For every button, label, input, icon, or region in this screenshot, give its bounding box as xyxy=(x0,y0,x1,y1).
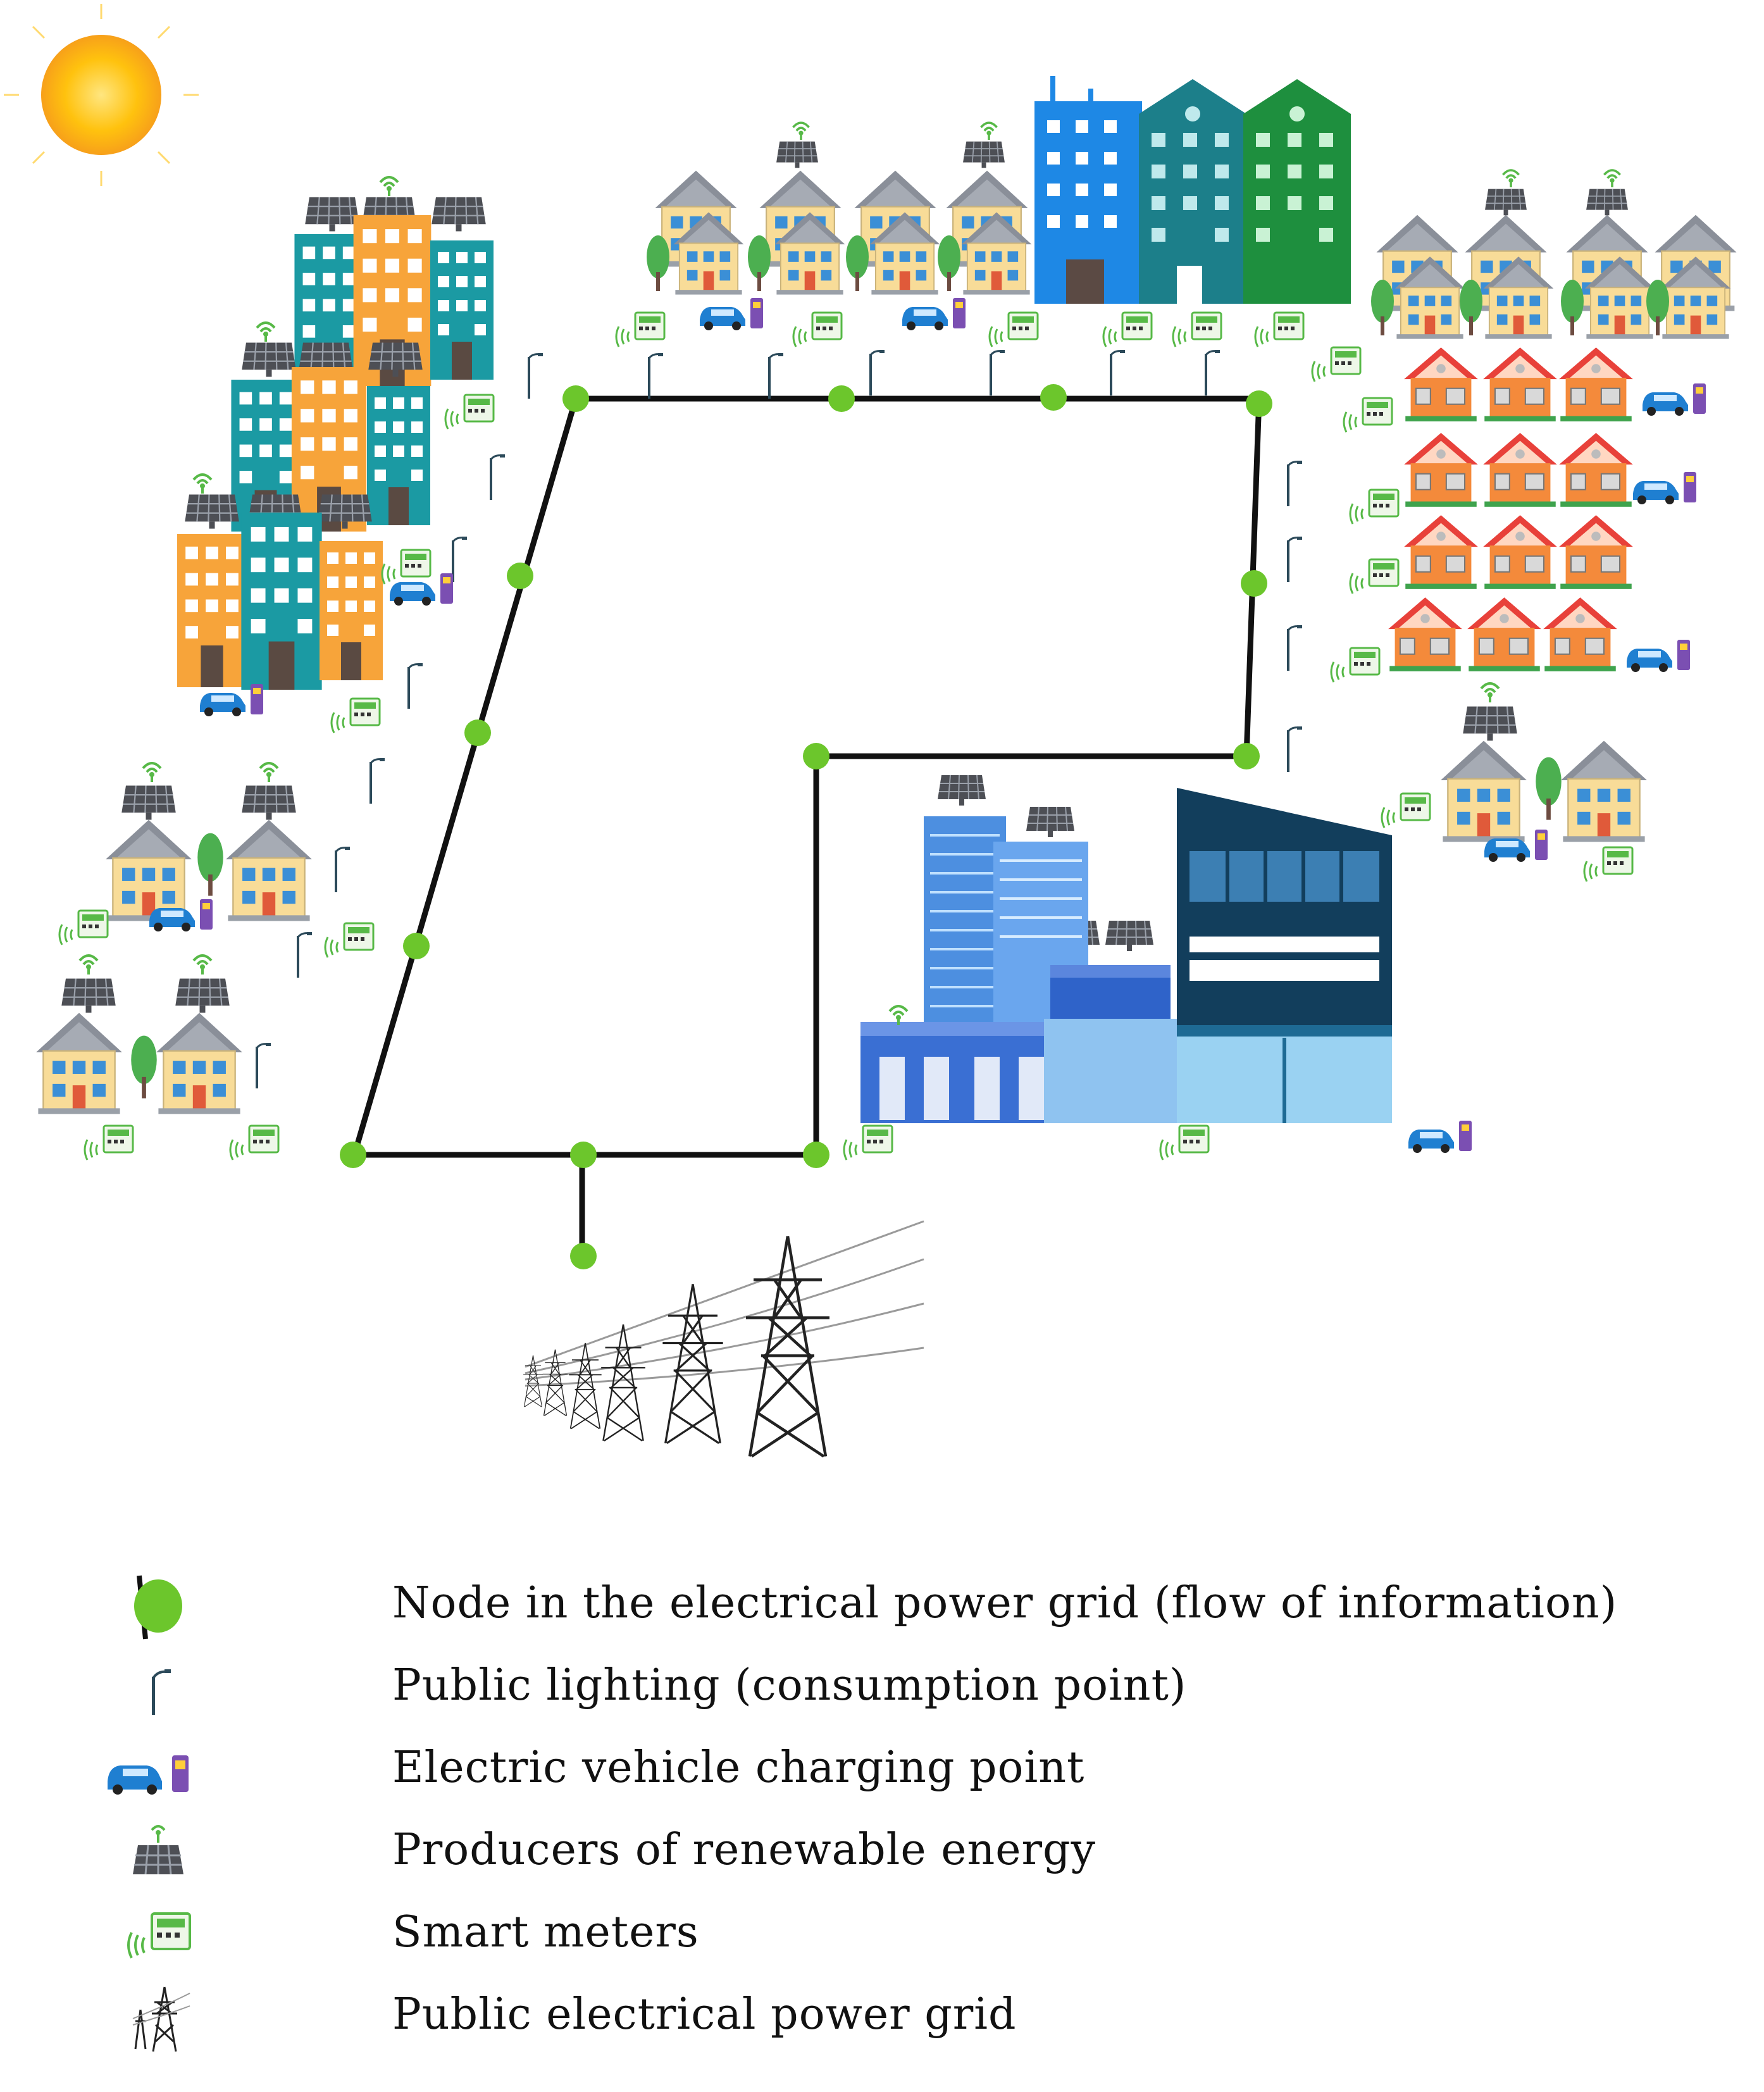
transmission-towers xyxy=(523,1220,924,1457)
legend-label: Smart meters xyxy=(392,1907,699,1957)
office-complex xyxy=(860,775,1392,1123)
grid-node-icon xyxy=(134,1575,182,1640)
city-towers-north xyxy=(1034,76,1351,304)
house-cluster-west xyxy=(35,762,313,1115)
legend-label: Node in the electrical power grid (flow … xyxy=(392,1578,1618,1628)
house-cluster-northeast xyxy=(1371,169,1737,340)
legend-item-renewable-producers: Producers of renewable energy xyxy=(0,1816,1764,1892)
grid-node xyxy=(340,1142,366,1168)
grid-node xyxy=(803,743,829,769)
grid-node xyxy=(464,719,491,746)
grid-node xyxy=(507,563,533,589)
grid-nodes xyxy=(340,384,1272,1269)
house-cluster-east xyxy=(1439,682,1648,843)
grid-node xyxy=(1241,570,1267,597)
legend-item-ev-charging: Electric vehicle charging point xyxy=(0,1734,1764,1810)
grid-lines xyxy=(350,395,1262,1259)
street-lamp-icon xyxy=(152,1669,171,1715)
grid-node xyxy=(562,385,589,412)
legend-item-smart-meters: Smart meters xyxy=(0,1898,1764,1974)
grid-node xyxy=(803,1142,829,1168)
legend-item-public-lighting: Public lighting (consumption point) xyxy=(0,1652,1764,1728)
ev-charger-icon xyxy=(108,1755,189,1795)
legend-label: Electric vehicle charging point xyxy=(392,1743,1085,1793)
legend-item-grid-node: Node in the electrical power grid (flow … xyxy=(0,1569,1764,1645)
transmission-tower-icon xyxy=(132,1986,190,2052)
sun-icon xyxy=(4,4,199,186)
legend-item-public-grid: Public electrical power grid xyxy=(0,1981,1764,2057)
house-row-north xyxy=(647,121,1033,296)
grid-node xyxy=(828,385,855,412)
smart-meter-icon xyxy=(127,1912,191,1958)
legend-label: Public lighting (consumption point) xyxy=(392,1660,1187,1710)
cottage-grid-east xyxy=(1388,347,1634,672)
grid-node xyxy=(570,1243,597,1269)
legend: Node in the electrical power grid (flow … xyxy=(0,1544,1764,2082)
grid-node xyxy=(1246,390,1272,417)
grid-node xyxy=(403,933,430,959)
smart-grid-diagram xyxy=(4,4,1737,1462)
legend-label: Public electrical power grid xyxy=(392,1989,1017,2039)
apartment-cluster-northwest xyxy=(177,176,494,690)
solar-panel-icon xyxy=(133,1825,183,1875)
grid-node xyxy=(1040,384,1067,411)
legend-label: Producers of renewable energy xyxy=(392,1825,1096,1875)
grid-node xyxy=(1233,743,1260,769)
grid-node xyxy=(570,1142,597,1168)
